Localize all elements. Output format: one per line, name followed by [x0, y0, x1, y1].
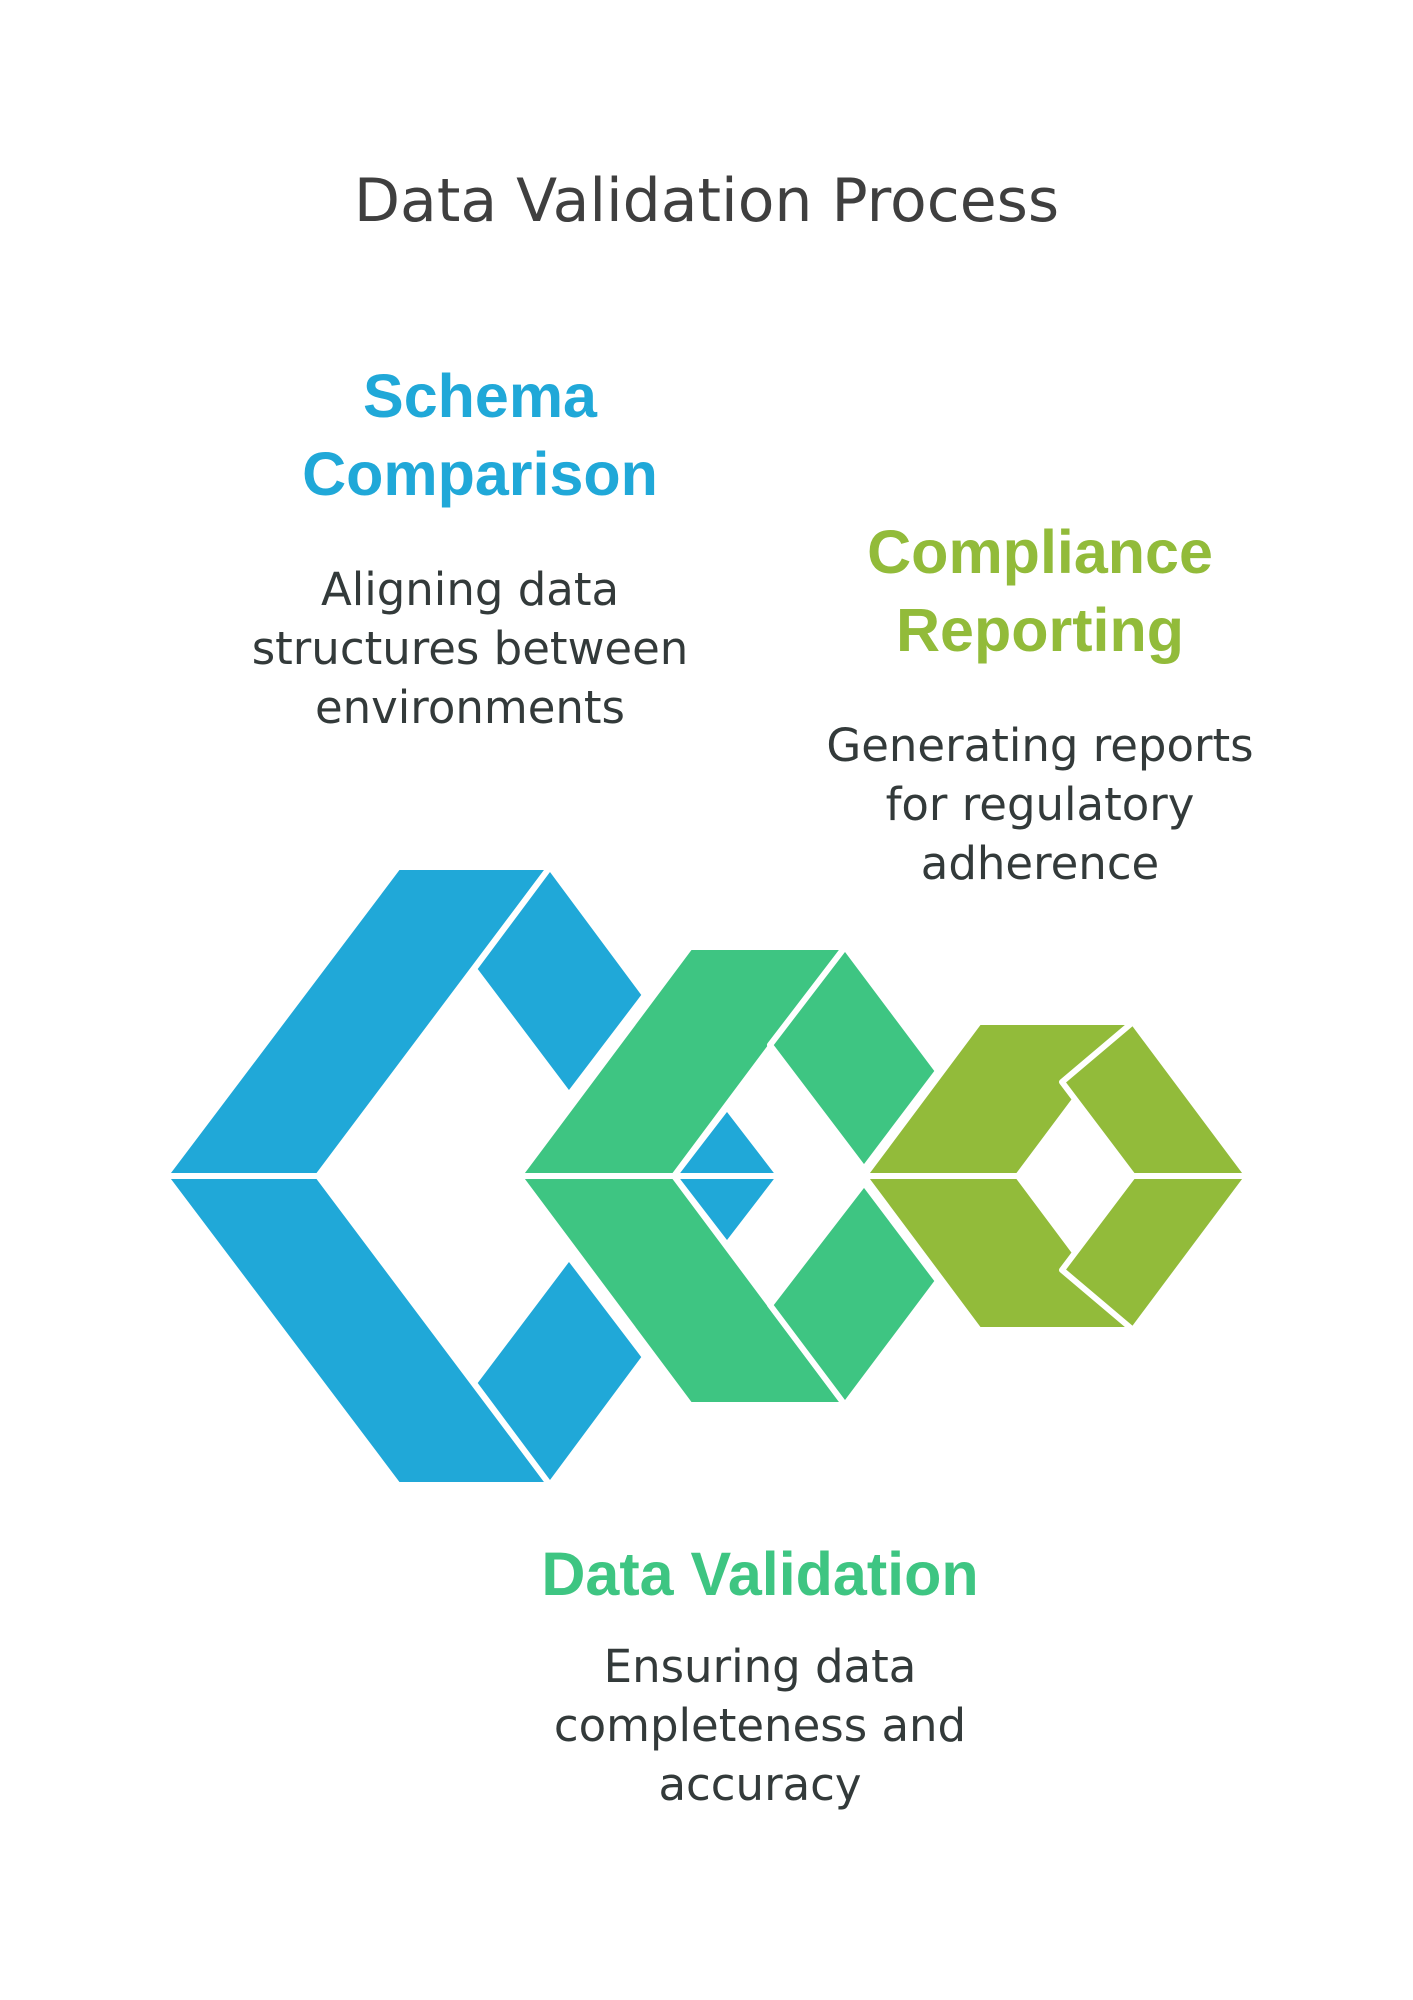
schema-shape-top-left	[162, 864, 553, 1179]
schema-comparison-title: Schema Comparison	[220, 357, 740, 513]
schema-comparison-description: Aligning data structures between environ…	[220, 560, 720, 737]
compliance-reporting-desc-line: for regulatory	[885, 778, 1195, 831]
schema-comparison-title-line: Comparison	[302, 440, 658, 508]
data-validation-title-line: Data Validation	[541, 1540, 979, 1608]
schema-shape-bottom-right	[471, 1254, 648, 1488]
data-validation-desc-line: Ensuring data	[603, 1640, 917, 1693]
schema-comparison-shape	[162, 864, 648, 1488]
schema-comparison-desc-line: structures between	[251, 622, 689, 675]
schema-comparison-desc-line: Aligning data	[320, 563, 620, 616]
validation-shape-bottom-right	[767, 1180, 941, 1408]
compliance-reporting-title: Compliance Reporting	[800, 513, 1280, 669]
data-validation-description: Ensuring data completeness and accuracy	[500, 1637, 1020, 1814]
schema-shape-bottom-left	[162, 1173, 553, 1488]
compliance-reporting-desc-line: Generating reports	[826, 719, 1254, 772]
data-validation-desc-line: accuracy	[658, 1758, 862, 1811]
validation-shape-top-right	[767, 944, 941, 1172]
compliance-reporting-title-line: Reporting	[895, 596, 1185, 664]
data-validation-desc-line: completeness and	[553, 1699, 967, 1752]
compliance-reporting-shape	[861, 1019, 1251, 1333]
page-title: Data Validation Process	[353, 166, 1060, 236]
compliance-reporting-title-line: Compliance	[867, 518, 1213, 586]
schema-comparison-title-line: Schema	[363, 362, 597, 430]
compliance-reporting-description: Generating reports for regulatory adhere…	[800, 716, 1280, 893]
data-validation-shape	[516, 944, 941, 1408]
schema-shape-top-right	[471, 864, 648, 1098]
compliance-shape-bottom-right	[1059, 1173, 1251, 1333]
compliance-reporting-desc-line: adherence	[920, 837, 1160, 890]
schema-center-diamond	[671, 1104, 783, 1248]
data-validation-title: Data Validation	[480, 1535, 1040, 1613]
schema-comparison-desc-line: environments	[314, 681, 626, 734]
